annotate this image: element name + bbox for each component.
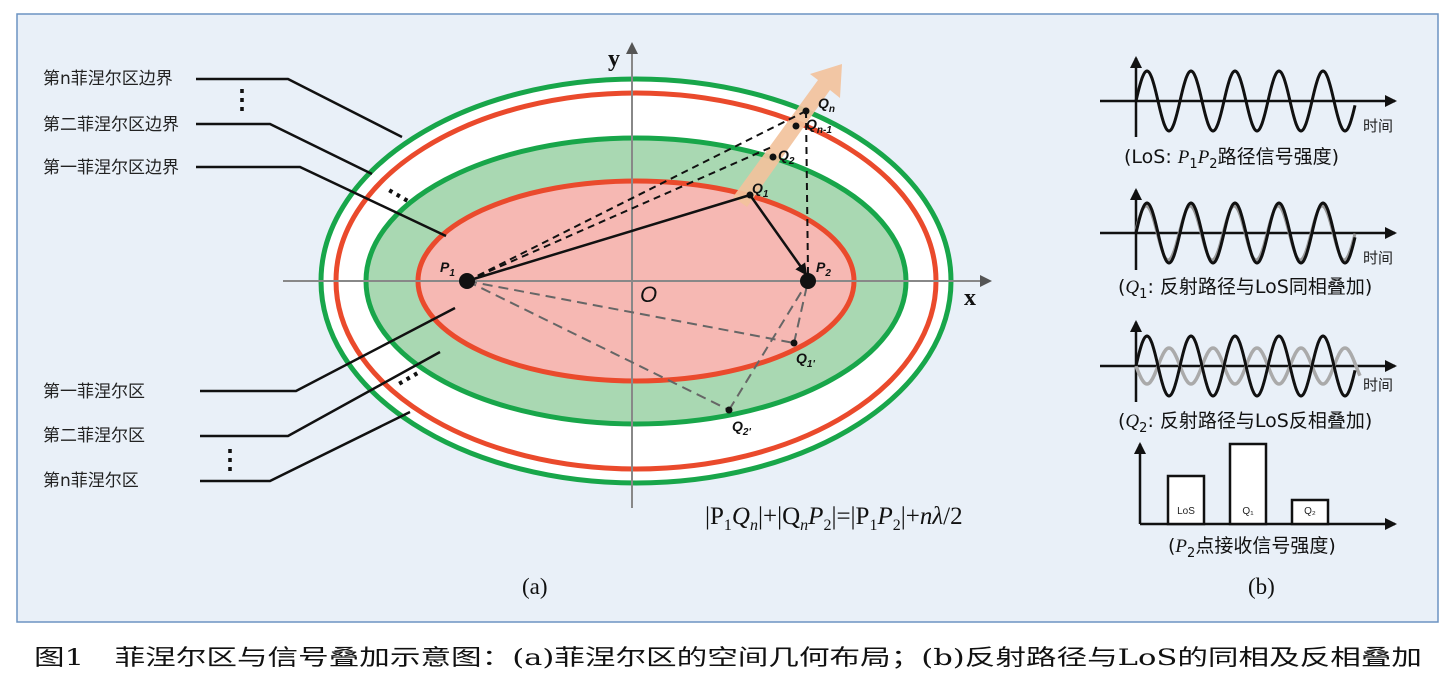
caption-q2: (Q2: 反射路径与LoS反相叠加) (1118, 410, 1372, 436)
reflected-wave-antiphase (1134, 346, 1362, 386)
time-label-2: 时间 (1363, 249, 1393, 267)
q2-label: Q2 (778, 147, 795, 167)
time-label-3: 时间 (1363, 376, 1393, 394)
path-difference-formula: |P1Qn|+|QnP2|=|P1P2|+nλ/2 (705, 503, 963, 534)
qn-label: Qn (818, 95, 835, 115)
label-nth-boundary: 第n菲涅尔区边界 (43, 69, 173, 89)
qn-dot (802, 107, 810, 115)
y-axis-label: y (608, 46, 620, 72)
subcaption-a: (a) (522, 574, 548, 599)
bar-q2 (1290, 498, 1330, 526)
p2-dot (800, 273, 816, 289)
solid-reflection-path (466, 193, 808, 283)
dashed-lower-paths (466, 280, 809, 411)
waveform-los: 时间 (1100, 56, 1397, 137)
received-strength-bars: LoS Q₁ Q₂ (1134, 442, 1397, 530)
q2prime-label: Q2' (732, 418, 751, 438)
points (459, 107, 816, 414)
q1prime-label: Q1' (796, 350, 815, 370)
p1-dot (459, 273, 475, 289)
label-first-zone: 第一菲涅尔区 (43, 382, 145, 402)
label-nth-zone: 第n菲涅尔区 (43, 471, 139, 491)
label-second-boundary: 第二菲涅尔区边界 (43, 115, 179, 135)
figure-caption: 图1 菲涅尔区与信号叠加示意图：(a)菲涅尔区的空间几何布局；(b)反射路径与L… (34, 646, 1422, 671)
qn1-dot (792, 122, 800, 130)
vertical-ellipsis-bottom: ⋮ (217, 444, 243, 474)
bar-q1 (1228, 442, 1268, 526)
q1-label: Q1 (752, 180, 769, 200)
waveform-q1-inphase: 时间 (1100, 188, 1397, 270)
time-label-1: 时间 (1363, 117, 1393, 135)
origin-label: O (640, 282, 657, 307)
bar-los (1166, 474, 1206, 526)
dashed-upper-paths (466, 110, 809, 282)
q2-dot (769, 153, 777, 161)
los-wave (1134, 69, 1357, 133)
q1prime-dot (790, 339, 798, 347)
caption-q1: (Q1: 反射路径与LoS同相叠加) (1118, 276, 1372, 302)
bar-label-los: LoS (1177, 506, 1195, 517)
qn1-label: Qn-1 (806, 116, 832, 136)
label-first-boundary: 第一菲涅尔区边界 (43, 158, 179, 178)
los-wave-2 (1134, 201, 1357, 265)
p2-label: P2 (816, 259, 831, 279)
bar-label-q1: Q₁ (1242, 506, 1254, 517)
label-second-zone: 第二菲涅尔区 (43, 426, 145, 446)
bar-label-q2: Q₂ (1304, 506, 1316, 517)
q2prime-dot (725, 406, 733, 414)
leader-lines (196, 77, 456, 483)
vertical-ellipsis-top: ⋮ (229, 84, 255, 114)
x-axis-label: x (964, 285, 976, 311)
waveform-q2-antiphase: 时间 (1100, 320, 1397, 402)
direction-arrow (733, 64, 842, 207)
caption-los: (LoS: P1P2路径信号强度) (1124, 146, 1339, 172)
caption-bar: (P2点接收信号强度) (1168, 535, 1336, 561)
q1-dot (746, 191, 754, 199)
los-wave-3 (1134, 334, 1357, 398)
p1-label: P1 (440, 259, 455, 279)
subcaption-b: (b) (1248, 574, 1275, 599)
left-labels: 第n菲涅尔区边界 第二菲涅尔区边界 第一菲涅尔区边界 ⋮ 第一菲涅尔区 第二菲涅… (43, 69, 427, 491)
